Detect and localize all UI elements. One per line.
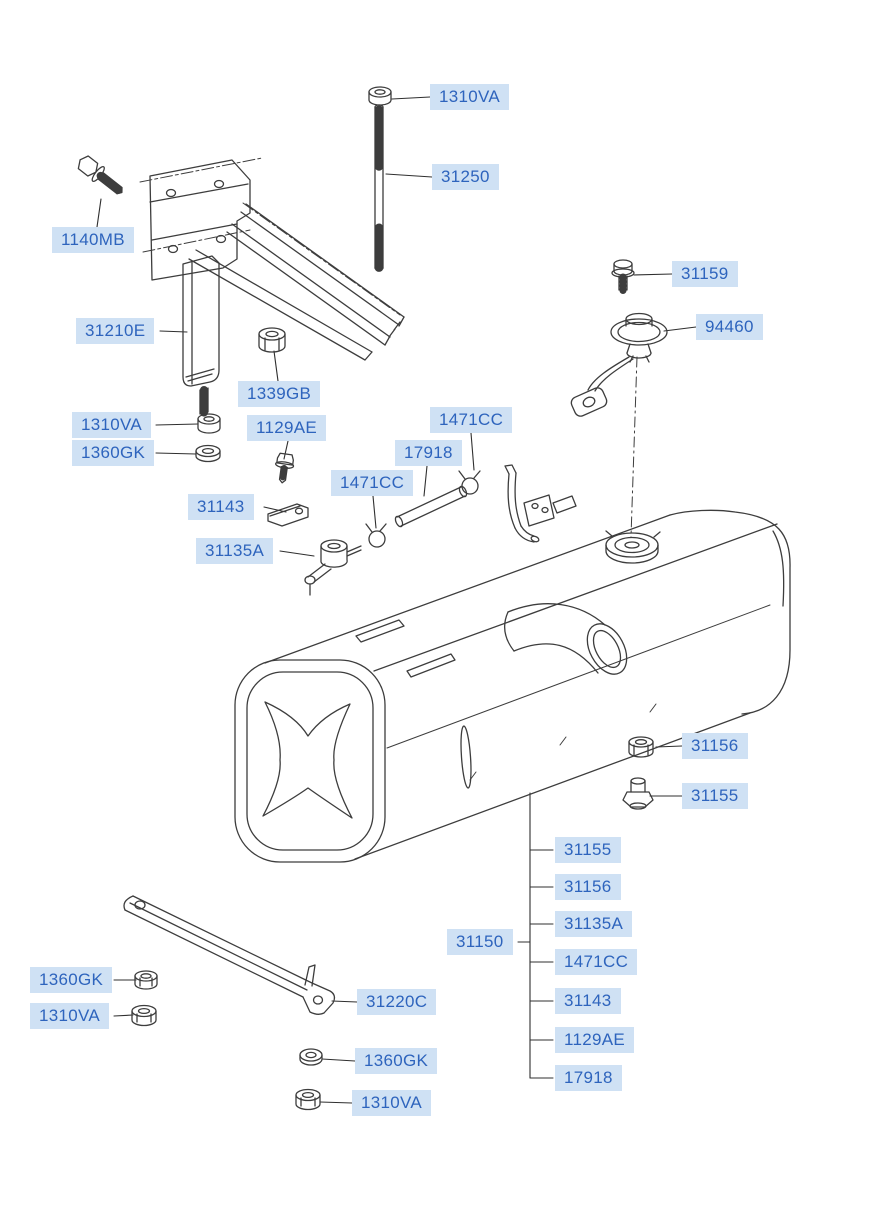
part-label-1360gk-left[interactable]: 1360GK	[72, 440, 155, 466]
part-label-31155-right[interactable]: 31155	[682, 783, 748, 809]
fitting-31155-drawing	[622, 777, 654, 810]
screw-1129ae-drawing	[275, 452, 295, 484]
nut-1310va-bottom-mid-drawing	[295, 1088, 321, 1111]
part-label-31250[interactable]: 31250	[432, 164, 499, 190]
nut-1339gb-drawing	[258, 327, 286, 353]
part-label-1310va-bottom-mid[interactable]: 1310VA	[352, 1090, 432, 1116]
part-label-31143-list[interactable]: 31143	[555, 988, 621, 1014]
bolt-1140mb-drawing	[77, 155, 124, 195]
part-label-1339gb[interactable]: 1339GB	[238, 381, 321, 407]
part-label-31150[interactable]: 31150	[447, 929, 513, 955]
part-label-31156-right[interactable]: 31156	[682, 733, 748, 759]
nut-31156-drawing	[628, 736, 654, 758]
part-label-31155-list[interactable]: 31155	[555, 837, 621, 863]
part-label-1129ae[interactable]: 1129AE	[247, 415, 327, 441]
part-label-94460[interactable]: 94460	[696, 314, 763, 340]
fuel-pipes-drawing	[504, 464, 577, 543]
washer-1360gk-bottom-mid-drawing	[299, 1048, 323, 1066]
washer-1360gk-left-drawing	[195, 444, 221, 463]
part-label-1310va-left[interactable]: 1310VA	[72, 412, 152, 438]
part-label-1310va-bottom-left[interactable]: 1310VA	[30, 1003, 110, 1029]
part-label-1360gk-bottom-mid[interactable]: 1360GK	[355, 1048, 438, 1074]
part-label-1471cc-upper[interactable]: 1471CC	[430, 407, 513, 433]
hose-17918-drawing	[394, 485, 468, 528]
clamp-1471cc-lower-drawing	[365, 523, 387, 548]
stud-31250-drawing	[374, 104, 384, 273]
fuel-tank-drawing	[234, 509, 791, 863]
valve-31135a-drawing	[304, 539, 362, 596]
nut-1310va-left-drawing	[197, 413, 221, 434]
nut-1310va-bottom-left-drawing	[131, 1004, 157, 1027]
bracket-31210e-drawing	[182, 255, 220, 418]
part-label-17918[interactable]: 17918	[395, 440, 462, 466]
clamp-1471cc-upper-drawing	[458, 470, 481, 495]
part-label-1140mb[interactable]: 1140MB	[52, 227, 134, 253]
part-label-1129ae-list[interactable]: 1129AE	[555, 1027, 635, 1053]
part-label-17918-list[interactable]: 17918	[555, 1065, 622, 1091]
nut-1310va-top-drawing	[368, 86, 392, 106]
part-label-31220c[interactable]: 31220C	[357, 989, 437, 1015]
part-label-31156-list[interactable]: 31156	[555, 874, 621, 900]
strap-31220c-drawing	[123, 895, 336, 1015]
part-label-31143[interactable]: 31143	[188, 494, 254, 520]
mount-bracket-drawing	[139, 157, 405, 361]
nut-1360gk-bottom-left-drawing	[134, 970, 158, 990]
part-label-1471cc-list[interactable]: 1471CC	[555, 949, 638, 975]
part-label-31135a[interactable]: 31135A	[196, 538, 274, 564]
bracket-31143-drawing	[267, 503, 309, 527]
screw-31159-drawing	[611, 259, 635, 295]
part-label-1360gk-bottom-left[interactable]: 1360GK	[30, 967, 113, 993]
part-label-31159[interactable]: 31159	[672, 261, 738, 287]
part-label-1471cc-lower[interactable]: 1471CC	[331, 470, 414, 496]
part-label-31210e[interactable]: 31210E	[76, 318, 155, 344]
part-label-1310va-top[interactable]: 1310VA	[430, 84, 510, 110]
part-label-31135a-list[interactable]: 31135A	[555, 911, 633, 937]
fuel-cap-94460-drawing	[570, 312, 668, 538]
